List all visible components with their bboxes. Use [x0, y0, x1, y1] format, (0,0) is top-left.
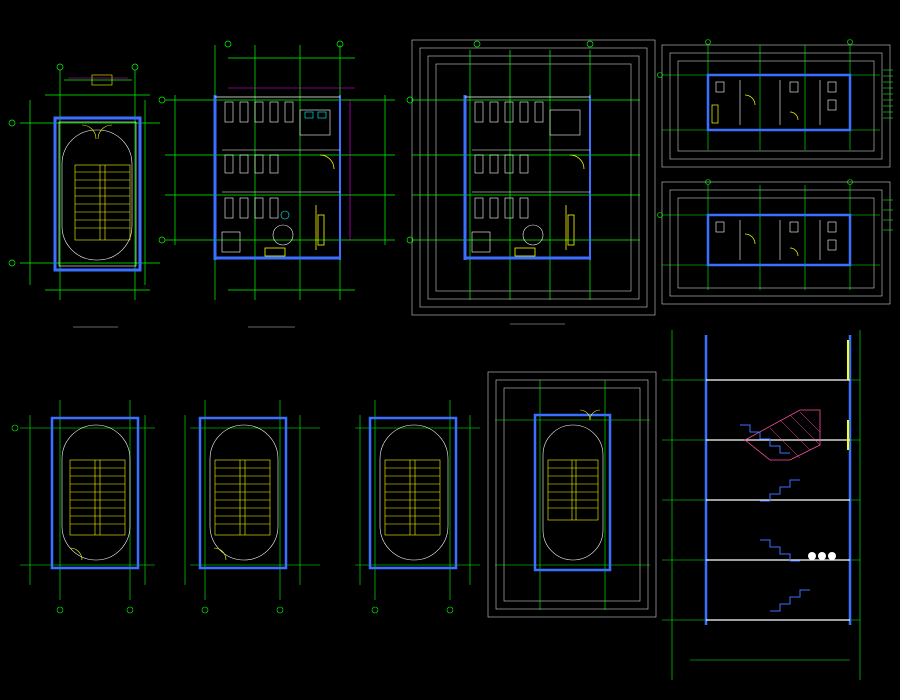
stair-plan-2: [11, 400, 155, 614]
stair-section: [662, 330, 861, 680]
toilet-detail-2: [657, 179, 893, 305]
stair-plan-4: [355, 400, 480, 614]
toilet-detail-1: [657, 39, 893, 168]
stair-plan-5: [487, 371, 657, 618]
toilet-plan-1: [158, 40, 395, 328]
toilet-plan-2: [406, 39, 656, 325]
stair-plan-1: [8, 63, 160, 328]
stair-plan-3: [184, 400, 320, 614]
